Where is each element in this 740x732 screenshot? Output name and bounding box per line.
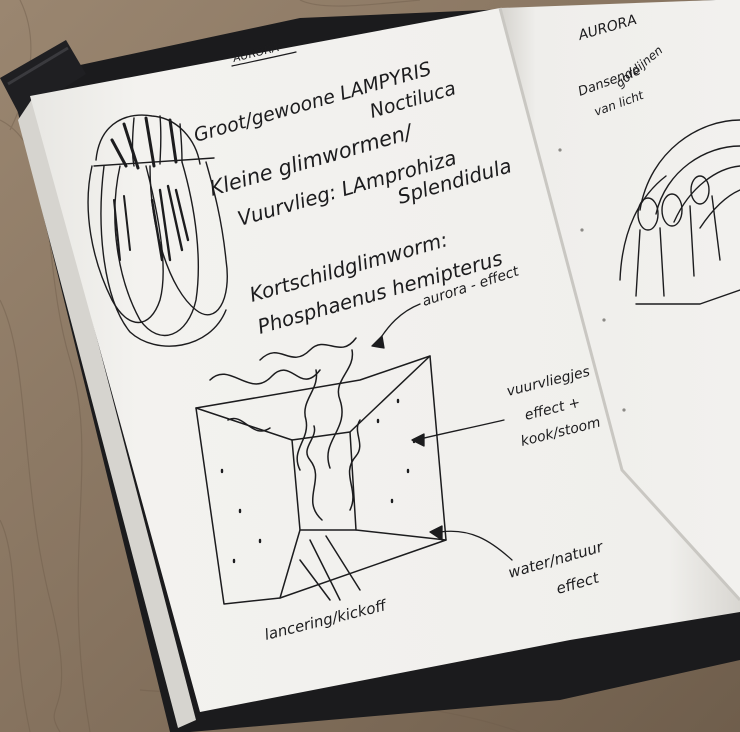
photo-scene: AURORA Groot/gewoone LAMPYRIS Noctiluca …: [0, 0, 740, 732]
sketchbook-photo: AURORA Groot/gewoone LAMPYRIS Noctiluca …: [0, 0, 740, 732]
